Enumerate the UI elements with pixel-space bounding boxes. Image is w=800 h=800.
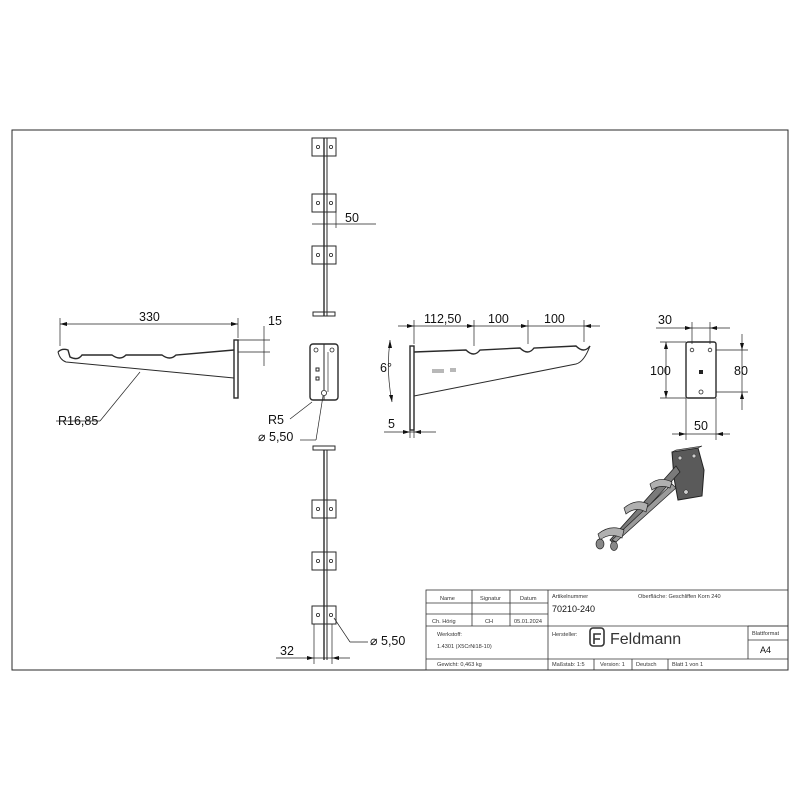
dim-holder-spacing-1: 100 bbox=[488, 312, 509, 326]
tb-manufacturer-label: Hersteller: bbox=[552, 632, 578, 638]
tb-version: Version: 1 bbox=[600, 662, 625, 668]
tb-article-number-label: Artikelnummer bbox=[552, 594, 588, 600]
top-view-upper bbox=[311, 137, 337, 317]
tb-drawn-by: Ch. Hörig bbox=[432, 619, 456, 625]
tb-sheet-format: A4 bbox=[760, 645, 771, 655]
dim-corner-radius: R5 bbox=[268, 413, 284, 427]
tb-signature-value: CH bbox=[485, 619, 493, 625]
dim-plate-hole-x: 30 bbox=[658, 313, 672, 327]
dim-arm-length: 330 bbox=[139, 310, 160, 324]
dim-holder-spacing-2: 100 bbox=[544, 312, 565, 326]
dim-plate-offset: 5 bbox=[388, 417, 395, 431]
tb-language: Deutsch bbox=[636, 662, 657, 668]
dim-angle: 6° bbox=[380, 361, 392, 375]
dim-plate-height: 100 bbox=[650, 364, 671, 378]
dim-plate-width: 50 bbox=[694, 419, 708, 433]
feldmann-logo bbox=[589, 627, 605, 647]
dim-hole-diameter-side: ⌀ 5,50 bbox=[258, 430, 293, 444]
dim-hole-diameter-bottom: ⌀ 5,50 bbox=[370, 634, 405, 648]
dim-first-holder: 112,50 bbox=[424, 312, 461, 326]
tb-date-header: Datum bbox=[520, 596, 537, 602]
tb-material-value: 1.4301 (X5CrNi18-10) bbox=[437, 644, 492, 650]
drawing-frame bbox=[11, 129, 789, 671]
tb-article-number: 70210-240 bbox=[552, 604, 595, 614]
top-view-lower bbox=[311, 445, 337, 660]
dim-plate-hole-y: 80 bbox=[734, 364, 748, 378]
tb-sheet-format-label: Blattformat bbox=[752, 631, 779, 637]
side-view-left bbox=[57, 339, 239, 399]
tb-scale: Maßstab: 1:5 bbox=[552, 662, 585, 668]
tb-weight: Gewicht: 0,463 kg bbox=[437, 662, 482, 668]
dim-plate-width-top: 50 bbox=[345, 211, 359, 225]
dim-holder-width-bottom: 32 bbox=[280, 644, 294, 658]
side-view-right bbox=[409, 345, 591, 431]
tb-surface: Oberfläche: Geschliffen Korn 240 bbox=[638, 594, 721, 600]
isometric-view bbox=[595, 445, 705, 551]
tb-material-label: Werkstoff: bbox=[437, 632, 462, 638]
title-block bbox=[425, 589, 789, 671]
tb-sheet: Blatt 1 von 1 bbox=[672, 662, 703, 668]
plate-view bbox=[685, 341, 717, 399]
front-view-plate bbox=[309, 343, 339, 401]
tb-name-header: Name bbox=[440, 596, 455, 602]
tb-date-value: 05.01.2024 bbox=[514, 619, 542, 625]
dim-arm-radius: R16,85 bbox=[58, 414, 98, 428]
tb-logo-text: Feldmann bbox=[610, 631, 681, 648]
dim-plate-thickness: 15 bbox=[268, 314, 282, 328]
tb-signature-header: Signatur bbox=[480, 596, 501, 602]
